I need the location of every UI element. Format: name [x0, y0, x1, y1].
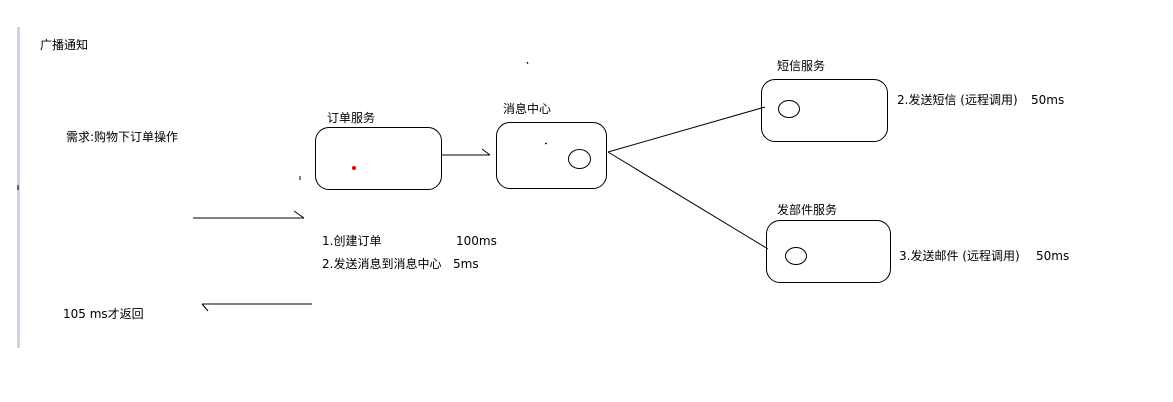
- response-arrow: [201, 303, 312, 312]
- mail-service-circle: [785, 247, 807, 265]
- sms-service-box: [761, 79, 888, 142]
- order-step-1: 1.创建订单: [322, 234, 382, 248]
- mail-note: 3.发送邮件 (远程调用): [899, 249, 1020, 263]
- message-to-mail-line: [607, 151, 769, 250]
- message-to-sms-line: [607, 106, 766, 153]
- sms-note: 2.发送短信 (远程调用): [897, 93, 1018, 107]
- request-arrow: [193, 210, 305, 219]
- stray-tick-2: [526, 61, 529, 65]
- mail-service-box: [766, 220, 891, 283]
- order-step-2: 2.发送消息到消息中心: [322, 257, 442, 271]
- red-dot-marker: [352, 166, 356, 170]
- order-step-1-time: 100ms: [456, 234, 497, 248]
- order-service-label: 订单服务: [327, 111, 376, 125]
- order-to-message-arrow: [442, 148, 491, 156]
- sms-service-label: 短信服务: [777, 59, 826, 73]
- message-center-box: [496, 122, 607, 189]
- message-center-circle: [568, 149, 591, 169]
- stray-tick-3: [544, 142, 548, 145]
- requirement-label: 需求:购物下订单操作: [66, 130, 179, 144]
- sms-time: 50ms: [1031, 93, 1065, 107]
- return-note: 105 ms才返回: [63, 307, 144, 321]
- diagram-title: 广播通知: [40, 38, 89, 52]
- message-center-label: 消息中心: [503, 102, 552, 116]
- sms-service-circle: [778, 100, 800, 118]
- mail-time: 50ms: [1036, 249, 1070, 263]
- mail-service-label: 发部件服务: [777, 203, 838, 217]
- order-service-box: [315, 127, 442, 190]
- order-step-2-time: 5ms: [453, 257, 479, 271]
